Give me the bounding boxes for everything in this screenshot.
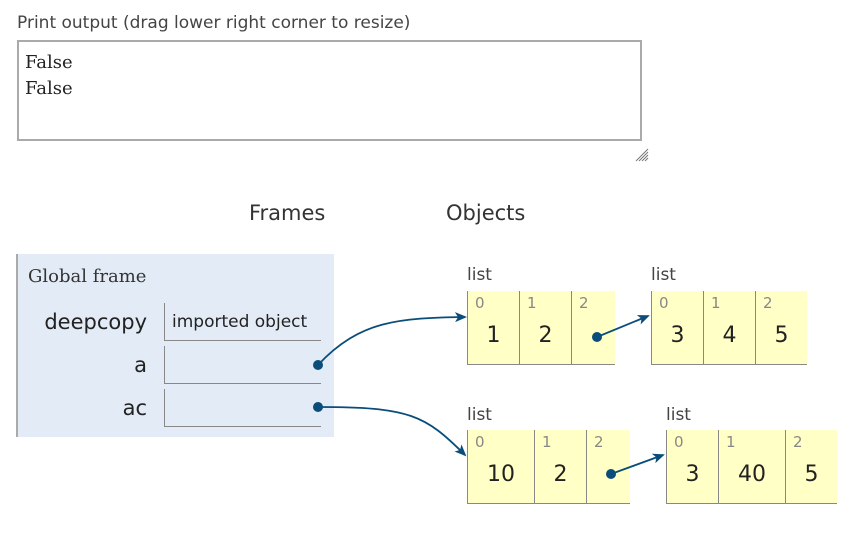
cell-value: 1 xyxy=(486,323,501,348)
cell-value: 3 xyxy=(670,323,685,348)
list-object-2: 0 3 1 4 2 5 xyxy=(651,291,807,365)
pointer-arrow-a xyxy=(313,312,467,370)
print-output-line: False xyxy=(25,52,73,73)
frame-title: Global frame xyxy=(28,266,147,287)
list-cell: 0 1 xyxy=(467,291,519,365)
list-cell: 1 2 xyxy=(519,291,571,365)
cell-value: 40 xyxy=(738,462,766,487)
cell-index: 2 xyxy=(793,433,803,451)
global-frame: Global frame deepcopy imported object a … xyxy=(16,254,334,437)
cell-value: 2 xyxy=(538,323,553,348)
cell-index: 1 xyxy=(726,433,736,451)
cell-value: 10 xyxy=(487,462,515,487)
list-cell: 2 xyxy=(571,291,615,365)
list-object-3: 0 10 1 2 2 xyxy=(467,430,630,504)
variable-name-ac: ac xyxy=(122,396,147,420)
cell-index: 0 xyxy=(674,433,684,451)
variable-value-ac xyxy=(164,389,321,427)
cell-index: 0 xyxy=(475,294,485,312)
cell-value: 4 xyxy=(722,323,737,348)
print-output-line: False xyxy=(25,78,73,99)
list-cell: 1 2 xyxy=(534,430,586,504)
object-type-label: list xyxy=(467,265,492,285)
list-cell: 2 5 xyxy=(755,291,807,365)
list-cell: 0 10 xyxy=(467,430,534,504)
variable-value-deepcopy: imported object xyxy=(164,303,321,341)
list-cell: 2 5 xyxy=(785,430,837,504)
cell-index: 1 xyxy=(711,294,721,312)
cell-index: 0 xyxy=(659,294,669,312)
variable-value-text: imported object xyxy=(172,312,308,332)
resize-handle-icon[interactable] xyxy=(633,146,649,162)
list-object-4: 0 3 1 40 2 5 xyxy=(666,430,837,504)
cell-index: 2 xyxy=(594,433,604,451)
cell-index: 2 xyxy=(579,294,589,312)
list-cell: 1 40 xyxy=(718,430,785,504)
variable-name-a: a xyxy=(134,353,147,377)
list-cell: 0 3 xyxy=(666,430,718,504)
pointer-arrow-ac xyxy=(313,402,467,457)
cell-value: 2 xyxy=(553,462,568,487)
object-type-label: list xyxy=(467,405,492,425)
cell-index: 2 xyxy=(763,294,773,312)
list-cell: 2 xyxy=(586,430,630,504)
objects-heading: Objects xyxy=(446,201,526,225)
variable-name-deepcopy: deepcopy xyxy=(44,310,147,334)
variable-value-a xyxy=(164,346,321,384)
list-cell: 0 3 xyxy=(651,291,703,365)
cell-value: 5 xyxy=(804,462,819,487)
print-output-label: Print output (drag lower right corner to… xyxy=(17,13,411,33)
frames-heading: Frames xyxy=(249,201,326,225)
list-cell: 1 4 xyxy=(703,291,755,365)
cell-value: 3 xyxy=(685,462,700,487)
cell-index: 0 xyxy=(475,433,485,451)
object-type-label: list xyxy=(666,405,691,425)
print-output-box[interactable]: False False xyxy=(17,40,642,141)
object-type-label: list xyxy=(651,265,676,285)
cell-index: 1 xyxy=(542,433,552,451)
cell-value: 5 xyxy=(774,323,789,348)
list-object-1: 0 1 1 2 2 xyxy=(467,291,615,365)
cell-index: 1 xyxy=(527,294,537,312)
